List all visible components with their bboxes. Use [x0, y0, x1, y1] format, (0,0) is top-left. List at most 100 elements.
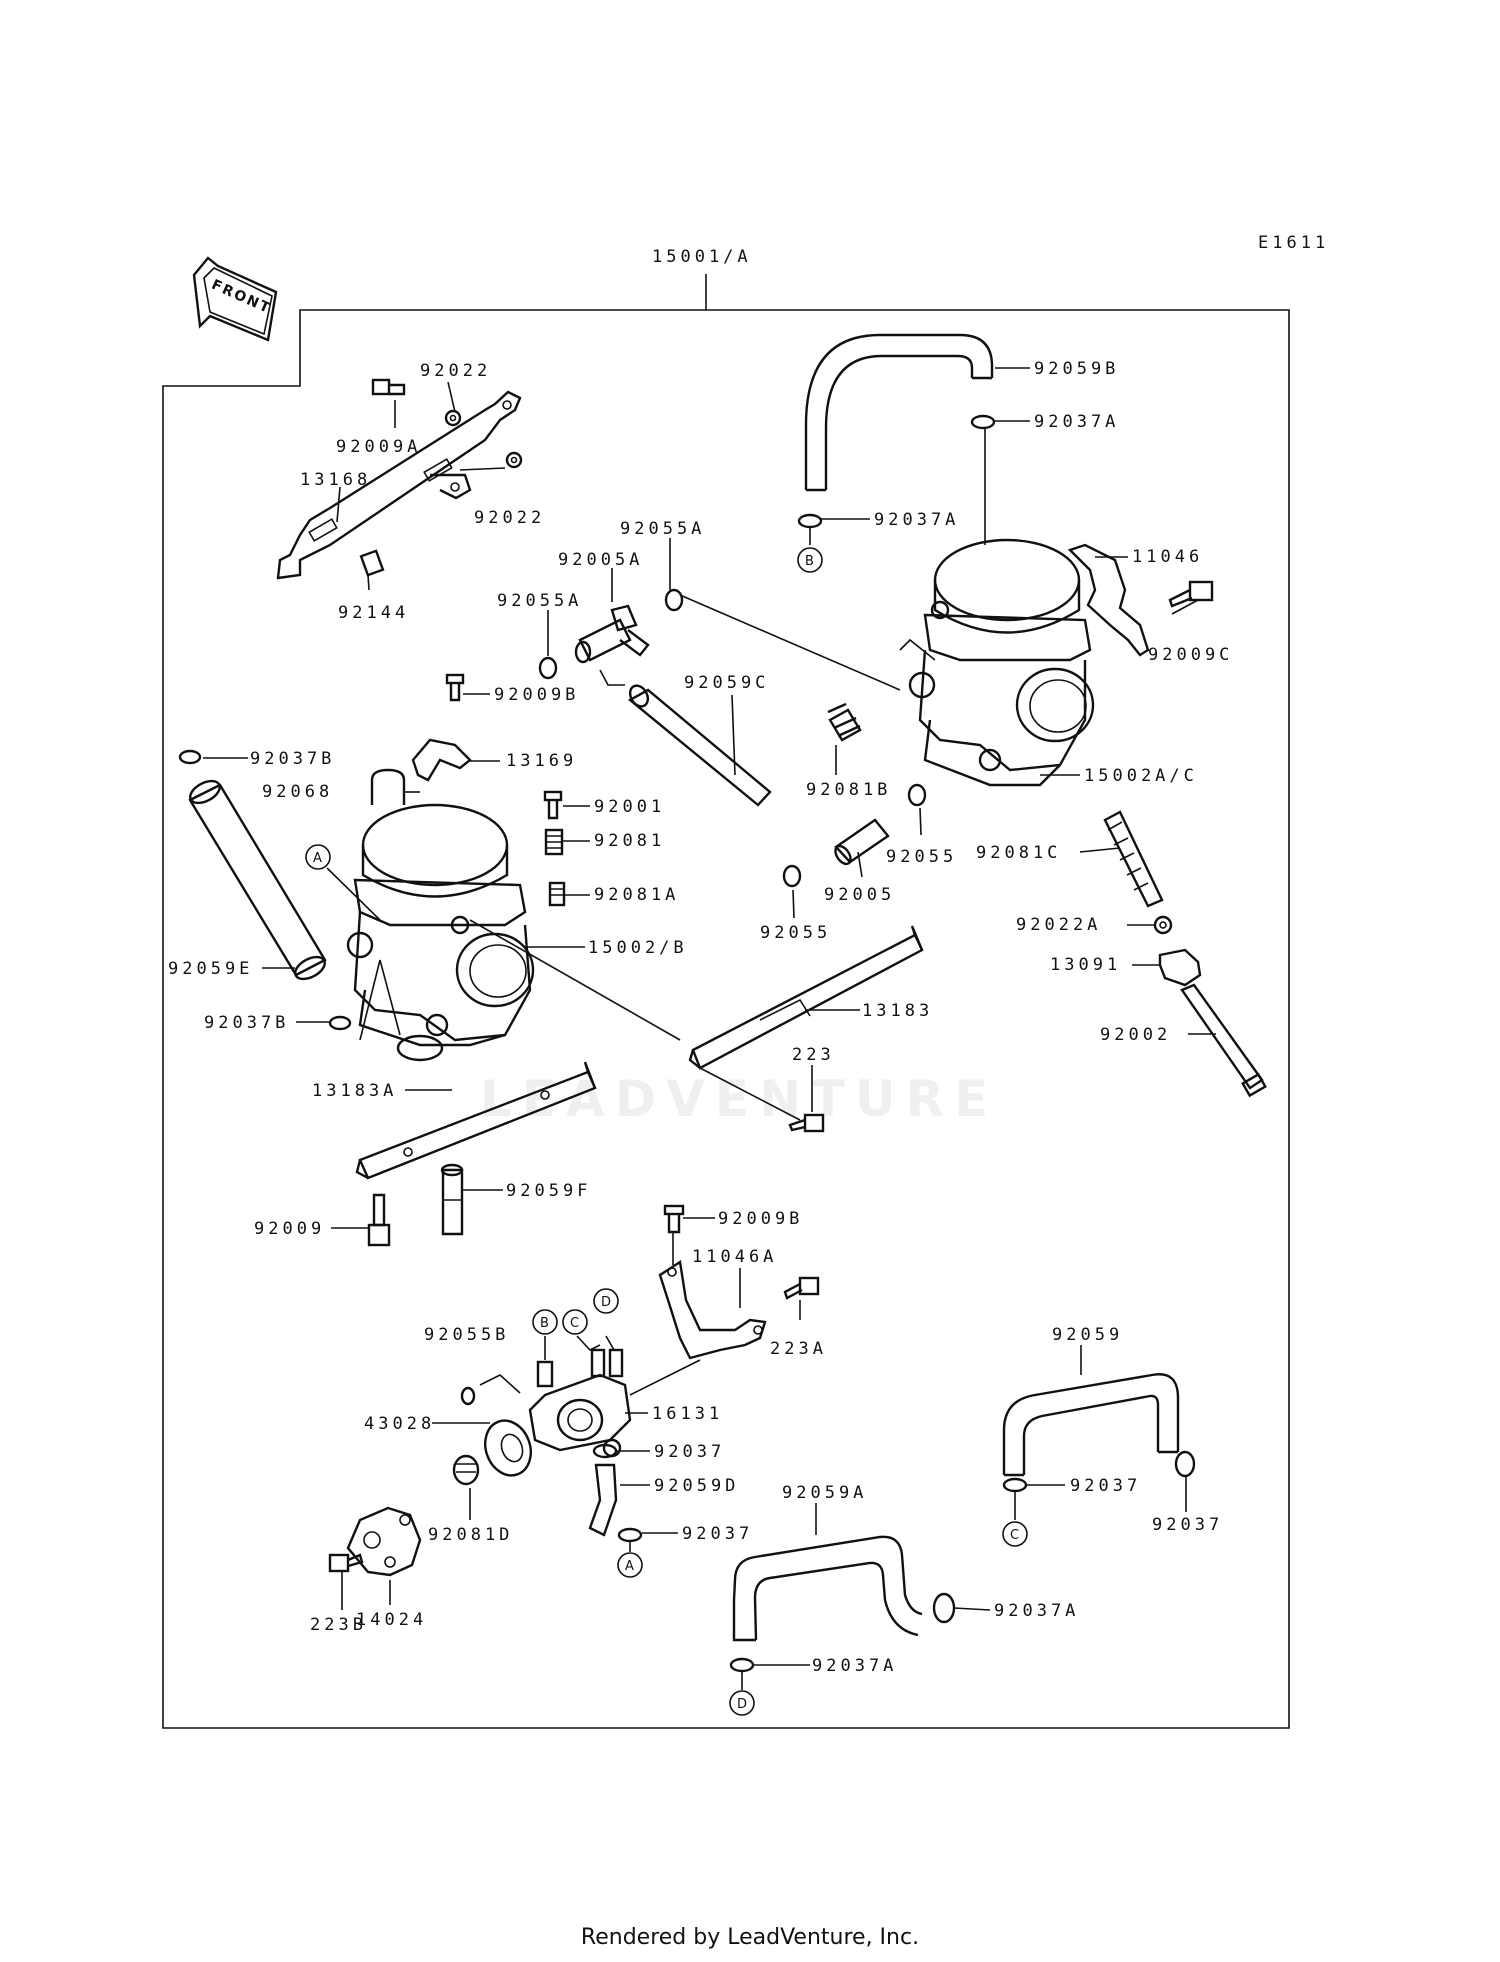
oring-92055-center	[782, 864, 802, 888]
part-92005a: 92005A	[558, 550, 643, 570]
part-13169: 13169	[506, 751, 577, 771]
clamp-92037a-4	[729, 1657, 755, 1673]
nut-92022-top	[444, 409, 462, 427]
part-92037-right-b: 92037	[1152, 1515, 1223, 1535]
part-13183: 13183	[862, 1001, 933, 1021]
part-11046: 11046	[1132, 547, 1203, 567]
part-92037a-top: 92037A	[1034, 412, 1119, 432]
part-92081b: 92081B	[806, 780, 891, 800]
part-92037-lower: 92037	[682, 1524, 753, 1544]
part-92059: 92059	[1052, 1325, 1123, 1345]
screw-92009b-top	[445, 673, 465, 702]
part-92055a-left: 92055A	[497, 591, 582, 611]
clamp-92037a-1	[970, 414, 996, 430]
part-223: 223	[792, 1045, 835, 1065]
throttle-bracket	[276, 390, 522, 580]
svg-text:B: B	[540, 1316, 549, 1331]
part-92059f: 92059F	[506, 1181, 591, 1201]
nut-92022-lower	[505, 451, 523, 469]
clamp-92037a-2	[797, 513, 823, 529]
screw-223b	[328, 1553, 364, 1573]
part-13091: 13091	[1050, 955, 1121, 975]
clamp-92037a-3	[932, 1592, 956, 1624]
connector-lines-b	[599, 669, 625, 686]
oring-92055b	[460, 1386, 476, 1406]
part-92055b: 92055B	[424, 1325, 509, 1345]
screw-92001	[543, 790, 563, 820]
callout-a-lower: A	[617, 1552, 643, 1578]
screw-92009b-lower	[663, 1204, 685, 1234]
connector-lines-a	[679, 594, 901, 691]
part-92037-tap: 92037	[654, 1442, 725, 1462]
part-223b: 223B	[310, 1615, 367, 1635]
callout-b-top: B	[797, 547, 823, 573]
part-92037b-top: 92037B	[250, 749, 335, 769]
part-92002: 92002	[1100, 1025, 1171, 1045]
spring-92144	[359, 549, 385, 577]
fuel-valve-16131	[528, 1348, 632, 1458]
part-92037-right-a: 92037	[1070, 1476, 1141, 1496]
svg-text:C: C	[1010, 1528, 1019, 1543]
oring-92055-right	[907, 783, 927, 807]
leader-lines	[203, 367, 1216, 1690]
screw-92002	[1180, 983, 1267, 1098]
part-92059e: 92059E	[168, 959, 253, 979]
assembly-code: E1611	[1258, 233, 1329, 253]
part-92009b-lower: 92009B	[718, 1209, 803, 1229]
hose-92059b	[804, 333, 994, 492]
screw-92009c	[1168, 580, 1214, 608]
bracket-11046a	[658, 1259, 767, 1360]
assembly-frame	[162, 309, 1290, 1729]
callout-c-right: C	[1002, 1521, 1028, 1547]
part-92022-lower: 92022	[474, 508, 545, 528]
spring-92081d	[452, 1454, 480, 1486]
cap-92068	[370, 768, 406, 805]
part-92022-top: 92022	[420, 361, 491, 381]
part-15002ac: 15002A/C	[1084, 766, 1198, 786]
part-92009b-top: 92009B	[494, 685, 579, 705]
callout-bcd-leaders	[544, 1335, 615, 1360]
part-92001: 92001	[594, 797, 665, 817]
part-223a: 223A	[770, 1339, 827, 1359]
hose-92059f	[440, 1163, 464, 1236]
svg-text:B: B	[805, 554, 814, 569]
part-13183a: 13183A	[312, 1081, 397, 1101]
callout-b-tap: B	[532, 1309, 558, 1335]
callout-d-bottom: D	[729, 1690, 755, 1716]
front-arrow-icon: FRONT	[192, 256, 278, 342]
hose-92059d	[588, 1463, 618, 1537]
spring-92081a	[548, 881, 566, 907]
callout-c-tap: C	[562, 1309, 588, 1335]
diaphragm-43028	[484, 1419, 532, 1477]
part-92037a-right: 92037A	[994, 1601, 1079, 1621]
part-15002b: 15002/B	[588, 938, 688, 958]
hose-92059c	[627, 684, 772, 807]
footer-credit: Rendered by LeadVenture, Inc.	[580, 1925, 920, 1950]
callout-a-leader	[326, 867, 381, 921]
spring-92081b	[827, 702, 862, 742]
screw-92009a	[371, 378, 406, 396]
part-92009: 92009	[254, 1219, 325, 1239]
part-92055-right: 92055	[886, 847, 957, 867]
part-92009a: 92009A	[336, 437, 421, 457]
svg-text:C: C	[570, 1316, 579, 1331]
screw-92005	[834, 818, 890, 866]
hose-92059e	[188, 779, 327, 981]
svg-text:D: D	[601, 1295, 611, 1310]
bracket-11046	[1067, 543, 1150, 657]
spring-92081	[544, 828, 564, 856]
part-92037a-bottom: 92037A	[812, 1656, 897, 1676]
part-92059b: 92059B	[1034, 359, 1119, 379]
part-43028: 43028	[364, 1414, 435, 1434]
part-92144: 92144	[338, 603, 409, 623]
screw-223-leader	[699, 1067, 801, 1121]
carb-link-leader	[469, 919, 681, 1041]
part-92059d: 92059D	[654, 1476, 739, 1496]
carburetor-right	[899, 538, 1095, 787]
clamp-92037-lower	[617, 1527, 643, 1543]
link-13169	[411, 738, 472, 782]
part-11046a: 11046A	[692, 1247, 777, 1267]
clamp-92037b-top	[178, 749, 202, 765]
part-92022a: 92022A	[1016, 915, 1101, 935]
